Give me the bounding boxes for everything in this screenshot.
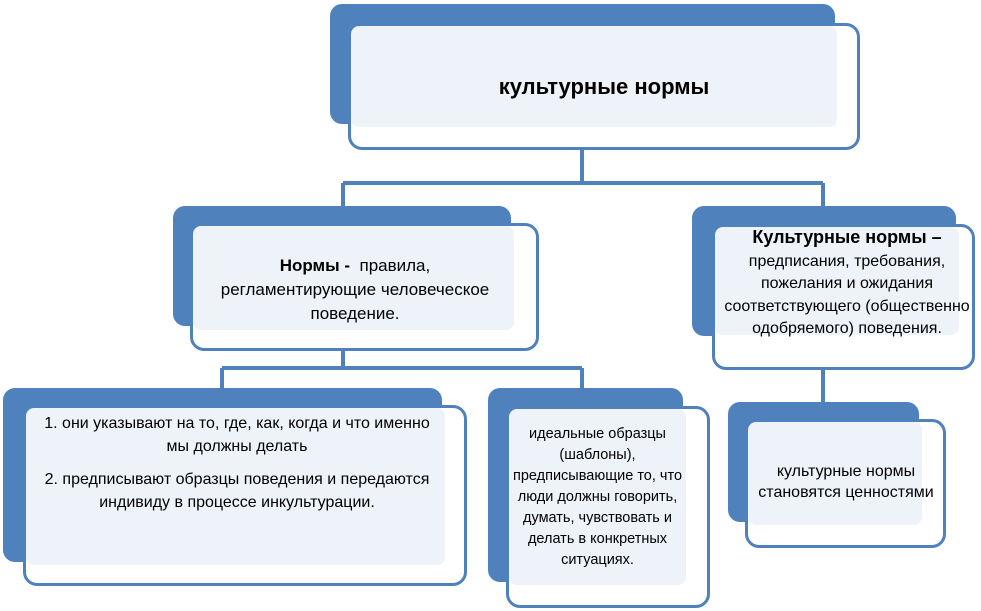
functions-node: 1. они указывают на то, где, как, когда …	[3, 388, 467, 586]
cultural-norms-term: Культурные нормы	[752, 227, 927, 247]
norms-node-fill	[193, 226, 514, 330]
norms-term: Нормы	[279, 256, 340, 275]
norms-node-text: Нормы - правила, регламентирующие челове…	[215, 236, 495, 324]
function-item-2: 2. предписывают образцы поведения и пере…	[44, 471, 430, 511]
values-node-card: культурные нормы становятся ценностями	[745, 419, 946, 548]
root-node-text: культурные нормы	[351, 26, 857, 147]
patterns-node-card: идеальные образцы (шаблоны), предписываю…	[506, 406, 710, 608]
norms-node-card: Нормы - правила, регламентирующие челове…	[190, 223, 539, 351]
patterns-description: идеальные образцы (шаблоны), предписываю…	[512, 425, 683, 568]
functions-node-text: 1. они указывают на то, где, как, когда …	[42, 412, 432, 552]
cultural-norms-dash: –	[926, 227, 942, 247]
norms-separator: -	[339, 256, 360, 275]
cultural-norms-node: Культурные нормы – предписания, требован…	[692, 206, 981, 370]
norms-node: Нормы - правила, регламентирующие челове…	[173, 206, 539, 351]
patterns-node: идеальные образцы (шаблоны), предписываю…	[488, 388, 710, 608]
root-title: культурные нормы	[498, 73, 710, 99]
root-node: культурные нормы	[330, 4, 860, 150]
cultural-norms-text: Культурные нормы – предписания, требован…	[722, 226, 972, 366]
root-node-fill	[351, 26, 837, 127]
functions-node-card: 1. они указывают на то, где, как, когда …	[23, 405, 467, 586]
cultural-norms-definition: предписания, требования, пожелания и ожи…	[724, 252, 970, 338]
norms-definition: правила, регламентирующие человеческое п…	[220, 256, 490, 323]
functions-node-fill	[26, 408, 445, 565]
values-node: культурные нормы становятся ценностями	[728, 402, 946, 548]
root-node-card: культурные нормы	[348, 23, 860, 150]
cultural-norms-node-fill	[715, 227, 959, 335]
values-node-text: культурные нормы становятся ценностями	[758, 426, 934, 538]
patterns-node-text: идеальные образцы (шаблоны), предписываю…	[509, 409, 686, 585]
function-item-1: 1. они указывают на то, где, как, когда …	[44, 415, 430, 455]
values-node-fill	[748, 422, 922, 525]
patterns-node-fill	[509, 409, 686, 585]
cultural-norms-node-card	[712, 224, 975, 370]
values-description: культурные нормы становятся ценностями	[758, 463, 934, 501]
